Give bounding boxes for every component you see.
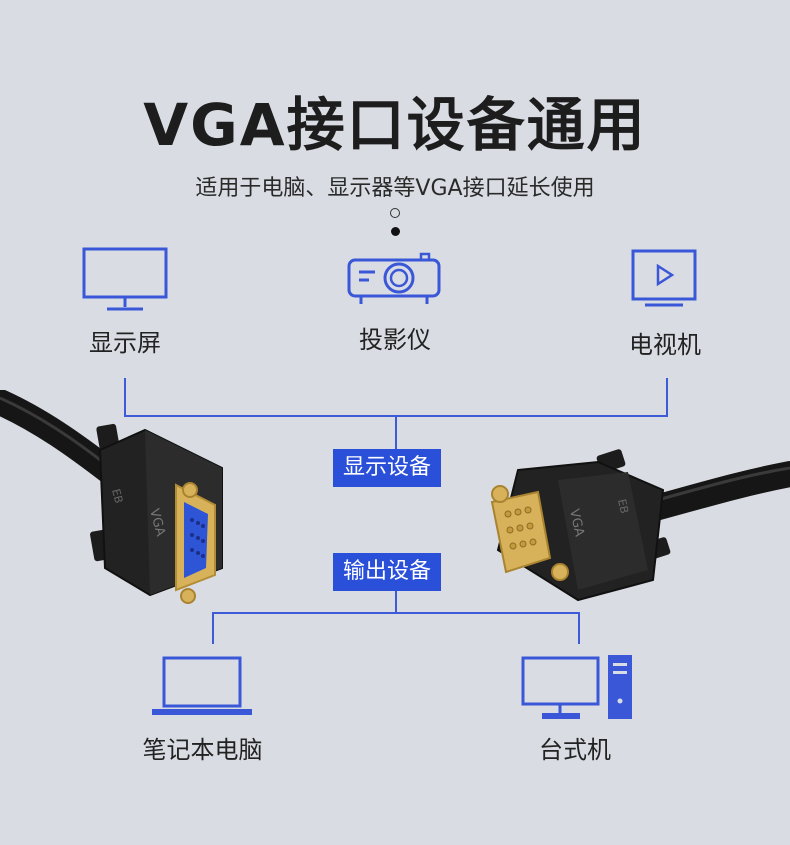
monitor-label: 显示屏 (89, 329, 161, 357)
display-devices-tag: 显示设备 (333, 449, 442, 487)
output-devices-tag: 输出设备 (333, 553, 442, 591)
vga-emboss-text-right: VGA (566, 508, 586, 538)
projector-icon (347, 252, 441, 312)
eb-logo-text-right: EB (615, 498, 631, 515)
vga-emboss-text-left: VGA (146, 507, 168, 538)
male-vga-connector-image: VGA EB (478, 440, 790, 610)
monitor-icon (82, 247, 168, 315)
laptop-label: 笔记本电脑 (142, 736, 263, 764)
laptop-icon (150, 655, 254, 717)
solid-dot-icon (391, 227, 400, 236)
monitor-connector-line (124, 378, 126, 416)
eb-logo-text-left: EB (109, 487, 125, 504)
female-vga-connector-image: VGA EB (0, 390, 240, 620)
page-title: VGA接口设备通用 (143, 91, 647, 159)
output-tag-line (395, 591, 397, 613)
tv-label: 电视机 (629, 331, 701, 359)
desktop-connector-line (578, 612, 580, 644)
desktop-label: 台式机 (539, 736, 611, 764)
tv-icon (631, 249, 697, 309)
page-subtitle: 适用于电脑、显示器等VGA接口延长使用 (195, 176, 595, 201)
projector-label: 投影仪 (359, 326, 431, 354)
tv-connector-line (666, 378, 668, 416)
desktop-computer-icon (520, 653, 635, 721)
display-tag-line (395, 415, 397, 450)
hollow-dot-icon (390, 208, 400, 218)
laptop-connector-line (212, 612, 214, 644)
output-bus-line (212, 612, 580, 614)
